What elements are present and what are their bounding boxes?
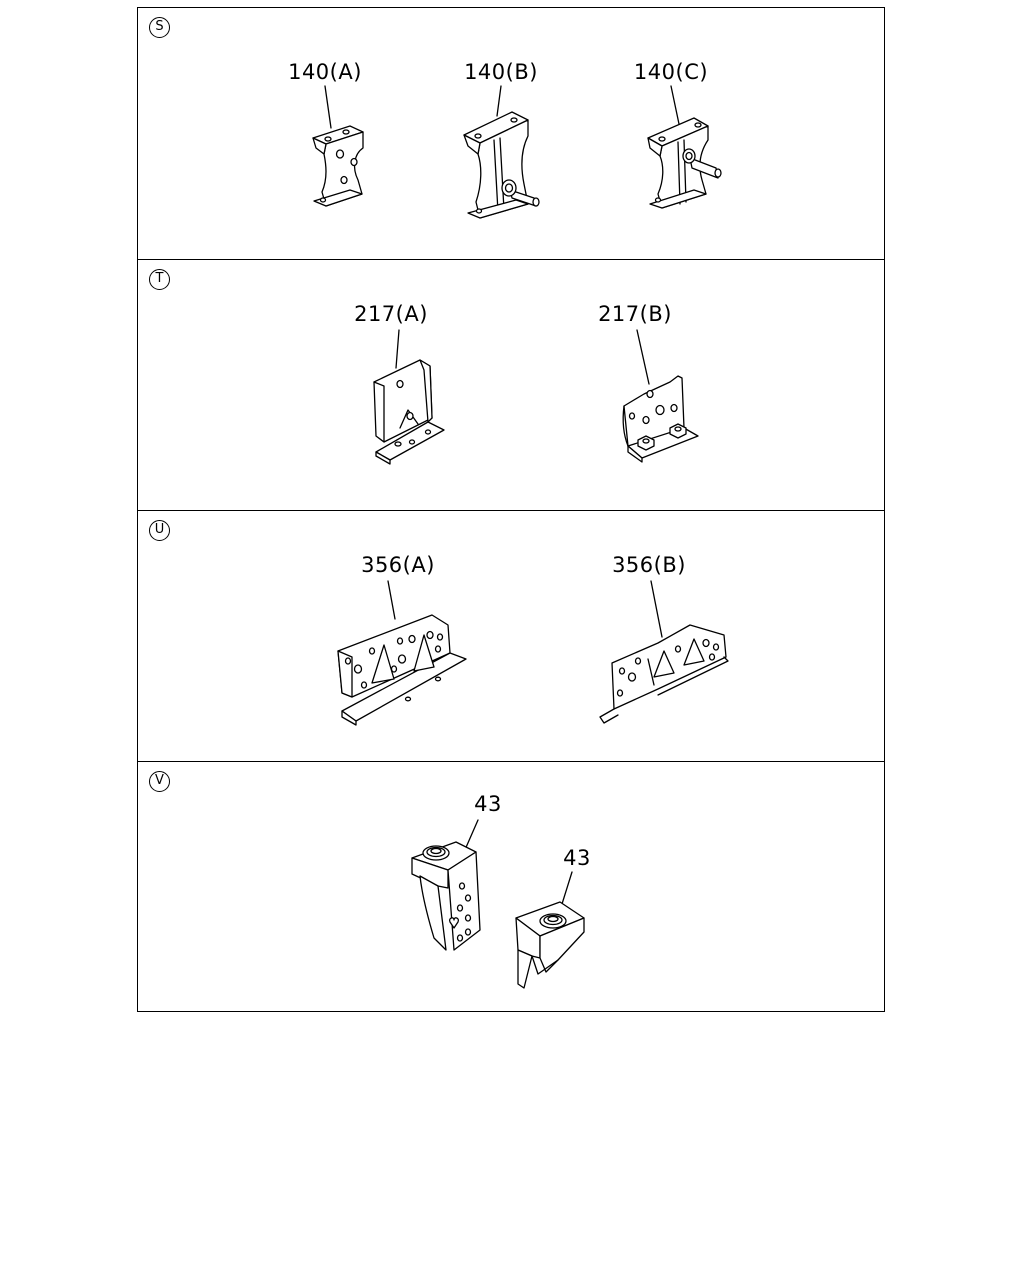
section-marker-t: T: [149, 269, 170, 290]
callout-140c: 140(C): [633, 60, 709, 84]
leader-217b: [636, 329, 650, 385]
part-217b-bracket: [622, 375, 699, 463]
leader-356b: [650, 580, 663, 638]
callout-43-lower: 43: [563, 846, 591, 870]
callout-140a: 140(A): [288, 60, 362, 84]
panel-v-illustration: [411, 819, 585, 989]
section-marker-v: V: [149, 771, 170, 792]
panel-t-illustration: [373, 329, 699, 465]
part-356b-bracket: [599, 624, 729, 724]
panel-t: T 217(A) 217(B): [138, 259, 884, 510]
callout-356a: 356(A): [361, 553, 435, 577]
panel-s-illustration: [312, 85, 722, 219]
leader-217a: [395, 329, 400, 369]
panel-s: S 140(A) 140(B) 140(C): [138, 8, 884, 259]
leader-356a: [387, 580, 396, 620]
part-140b-bracket: [463, 111, 540, 219]
part-43-lower-bracket: [515, 901, 585, 989]
callout-217b: 217(B): [598, 302, 672, 326]
section-marker-s: S: [149, 17, 170, 38]
callout-217a: 217(A): [354, 302, 428, 326]
part-356a-bracket: [337, 614, 467, 726]
part-43-upper-bracket: [411, 841, 481, 951]
callout-140b: 140(B): [464, 60, 538, 84]
part-140c-bracket: [647, 117, 722, 209]
part-140a-bracket: [312, 125, 364, 207]
section-marker-u: U: [149, 520, 170, 541]
leader-140c: [670, 85, 680, 125]
panel-u-illustration: [337, 580, 729, 726]
leader-43-lower: [561, 871, 573, 905]
leader-140a: [324, 85, 332, 129]
leader-140b: [496, 85, 502, 117]
part-217a-bracket: [373, 359, 445, 465]
callout-356b: 356(B): [612, 553, 686, 577]
diagram-frame: S 140(A) 140(B) 140(C): [137, 7, 885, 1012]
panel-v: V 43 43: [138, 761, 884, 1012]
panel-u: U 356(A) 356(B): [138, 510, 884, 761]
callout-43-upper: 43: [474, 792, 502, 816]
